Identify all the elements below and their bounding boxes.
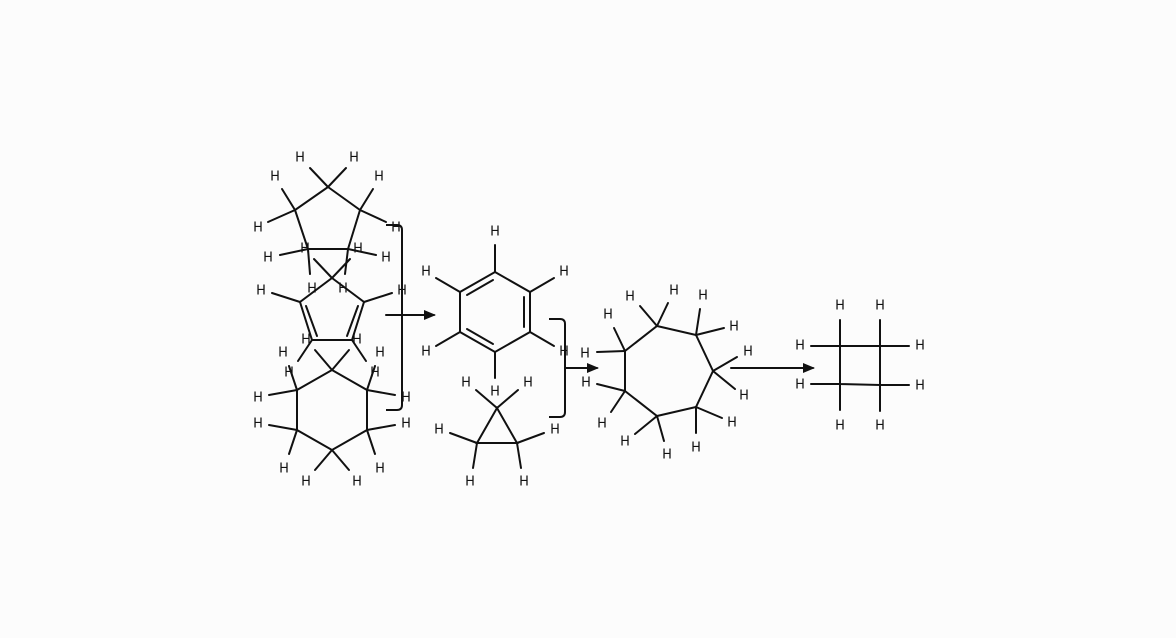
hydrogen-label: H: [375, 462, 385, 477]
hydrogen-label: H: [401, 391, 411, 406]
hydrogen-label: H: [253, 391, 263, 406]
hydrogen-label: H: [795, 339, 805, 354]
hydrogen-label: H: [421, 265, 431, 280]
hydrogen-label: H: [300, 242, 310, 257]
hydrogen-label: H: [263, 251, 273, 266]
hydrogen-label: H: [581, 376, 591, 391]
hydrogen-label: H: [256, 284, 266, 299]
hydrogen-label: H: [698, 289, 708, 304]
hydrogen-label: H: [301, 475, 311, 490]
hydrogen-label: H: [352, 333, 362, 348]
hydrogen-label: H: [523, 376, 533, 391]
hydrogen-label: H: [597, 417, 607, 432]
hydrogen-label: H: [662, 448, 672, 463]
hydrogen-label: H: [253, 417, 263, 432]
cyclopentadiene-molecule: H H H H H H: [256, 258, 407, 362]
hydrogen-label: H: [580, 347, 590, 362]
hydrogen-label: H: [253, 221, 263, 236]
cyclopentane-molecule: H H H H H H H H H H: [253, 151, 401, 275]
hydrogen-label: H: [795, 378, 805, 393]
hydrogen-label: H: [835, 299, 845, 314]
hydrogen-label: H: [915, 339, 925, 354]
hydrogen-label: H: [381, 251, 391, 266]
hydrogen-label: H: [295, 151, 305, 166]
hydrogen-label: H: [307, 282, 317, 297]
hydrogen-label: H: [301, 333, 311, 348]
hydrogen-label: H: [338, 282, 348, 297]
hydrogen-label: H: [279, 462, 289, 477]
hydrogen-label: H: [620, 435, 630, 450]
cyclohexane-molecule: H H H H H H H H H H H H: [253, 346, 411, 490]
hydrogen-label: H: [284, 366, 294, 381]
hydrogen-label: H: [875, 299, 885, 314]
cyclopropane-molecule: H H H H H H: [434, 376, 560, 490]
hydrogen-label: H: [739, 389, 749, 404]
cyclobutane-molecule: H H H H H H H H: [795, 299, 925, 434]
hydrogen-label: H: [374, 170, 384, 185]
hydrogen-label: H: [375, 346, 385, 361]
hydrogen-label: H: [370, 366, 380, 381]
hydrogen-label: H: [559, 265, 569, 280]
reactant-bracket-middle: [549, 318, 566, 418]
hydrogen-label: H: [434, 423, 444, 438]
hydrogen-label: H: [349, 151, 359, 166]
reactant-bracket-left: [386, 224, 403, 411]
hydrogen-label: H: [278, 346, 288, 361]
hydrogen-label: H: [669, 284, 679, 299]
hydrogen-label: H: [465, 475, 475, 490]
hydrogen-label: H: [625, 290, 635, 305]
hydrogen-label: H: [875, 419, 885, 434]
hydrogen-label: H: [490, 385, 500, 400]
hydrogen-label: H: [835, 419, 845, 434]
hydrogen-label: H: [550, 423, 560, 438]
hydrogen-label: H: [603, 308, 613, 323]
hydrogen-label: H: [353, 242, 363, 257]
hydrogen-label: H: [270, 170, 280, 185]
hydrogen-label: H: [461, 376, 471, 391]
hydrogen-label: H: [519, 475, 529, 490]
hydrogen-label: H: [743, 345, 753, 360]
hydrogen-label: H: [490, 225, 500, 240]
hydrogen-label: H: [727, 416, 737, 431]
hydrogen-label: H: [401, 417, 411, 432]
hydrogen-label: H: [915, 379, 925, 394]
hydrogen-label: H: [729, 320, 739, 335]
benzene-molecule: H H H H H H: [421, 225, 569, 400]
hydrogen-label: H: [352, 475, 362, 490]
cycloheptane-molecule: H H H H H H H H H H H H H H: [580, 284, 753, 463]
hydrogen-label: H: [421, 345, 431, 360]
hydrogen-label: H: [691, 441, 701, 456]
hydrogen-label: H: [391, 221, 401, 236]
